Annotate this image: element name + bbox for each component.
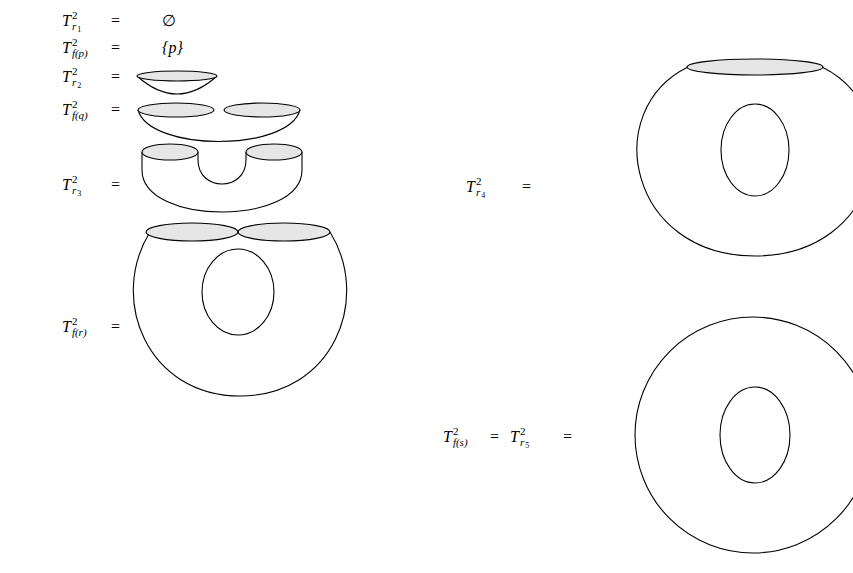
- math-symbol: T: [443, 429, 452, 445]
- math-symbol: 2: [77, 82, 81, 90]
- math-symbol: f(s): [453, 437, 468, 448]
- math-symbol: T: [62, 40, 71, 56]
- math-symbol: T: [466, 179, 475, 195]
- math-symbol: 5: [525, 442, 529, 450]
- equation-sign: =: [490, 429, 499, 445]
- math-symbol: f(p): [72, 48, 88, 59]
- math-symbol: r: [72, 77, 76, 88]
- equation-sign: =: [522, 179, 531, 195]
- math-symbol: 2: [72, 316, 78, 327]
- equation-sign: =: [111, 177, 120, 193]
- equation-sign: =: [111, 40, 120, 56]
- equation-sign: =: [111, 319, 120, 335]
- equation-sign: ∅: [162, 13, 176, 29]
- math-symbol: 2: [72, 99, 78, 110]
- math-symbol: T: [62, 102, 71, 118]
- math-symbol: T: [62, 69, 71, 85]
- math-symbol: f(q): [72, 110, 88, 121]
- math-symbol: r: [72, 185, 76, 196]
- math-symbol: 4: [481, 192, 485, 200]
- math-symbol: T: [510, 429, 519, 445]
- equation-sign: =: [111, 69, 120, 85]
- math-symbol: 2: [72, 174, 78, 185]
- math-symbol: 2: [72, 10, 78, 21]
- math-symbol: {p}: [162, 40, 183, 56]
- math-symbol: 2: [520, 426, 526, 437]
- equation-sign: =: [563, 429, 572, 445]
- math-symbol: T: [62, 13, 71, 29]
- math-symbol: 1: [77, 26, 81, 34]
- math-symbol: r: [520, 437, 524, 448]
- math-symbol: 2: [453, 426, 459, 437]
- math-symbol: 2: [476, 176, 482, 187]
- math-symbol: r: [72, 21, 76, 32]
- math-symbol: 2: [72, 66, 78, 77]
- math-symbol: 2: [72, 37, 78, 48]
- math-symbol: T: [62, 319, 71, 335]
- equation-sign: =: [111, 13, 120, 29]
- math-symbol: r: [476, 187, 480, 198]
- math-symbol: f(r): [72, 327, 87, 338]
- math-symbol: T: [62, 177, 71, 193]
- math-symbol: 3: [77, 190, 81, 198]
- equation-sign: =: [111, 102, 120, 118]
